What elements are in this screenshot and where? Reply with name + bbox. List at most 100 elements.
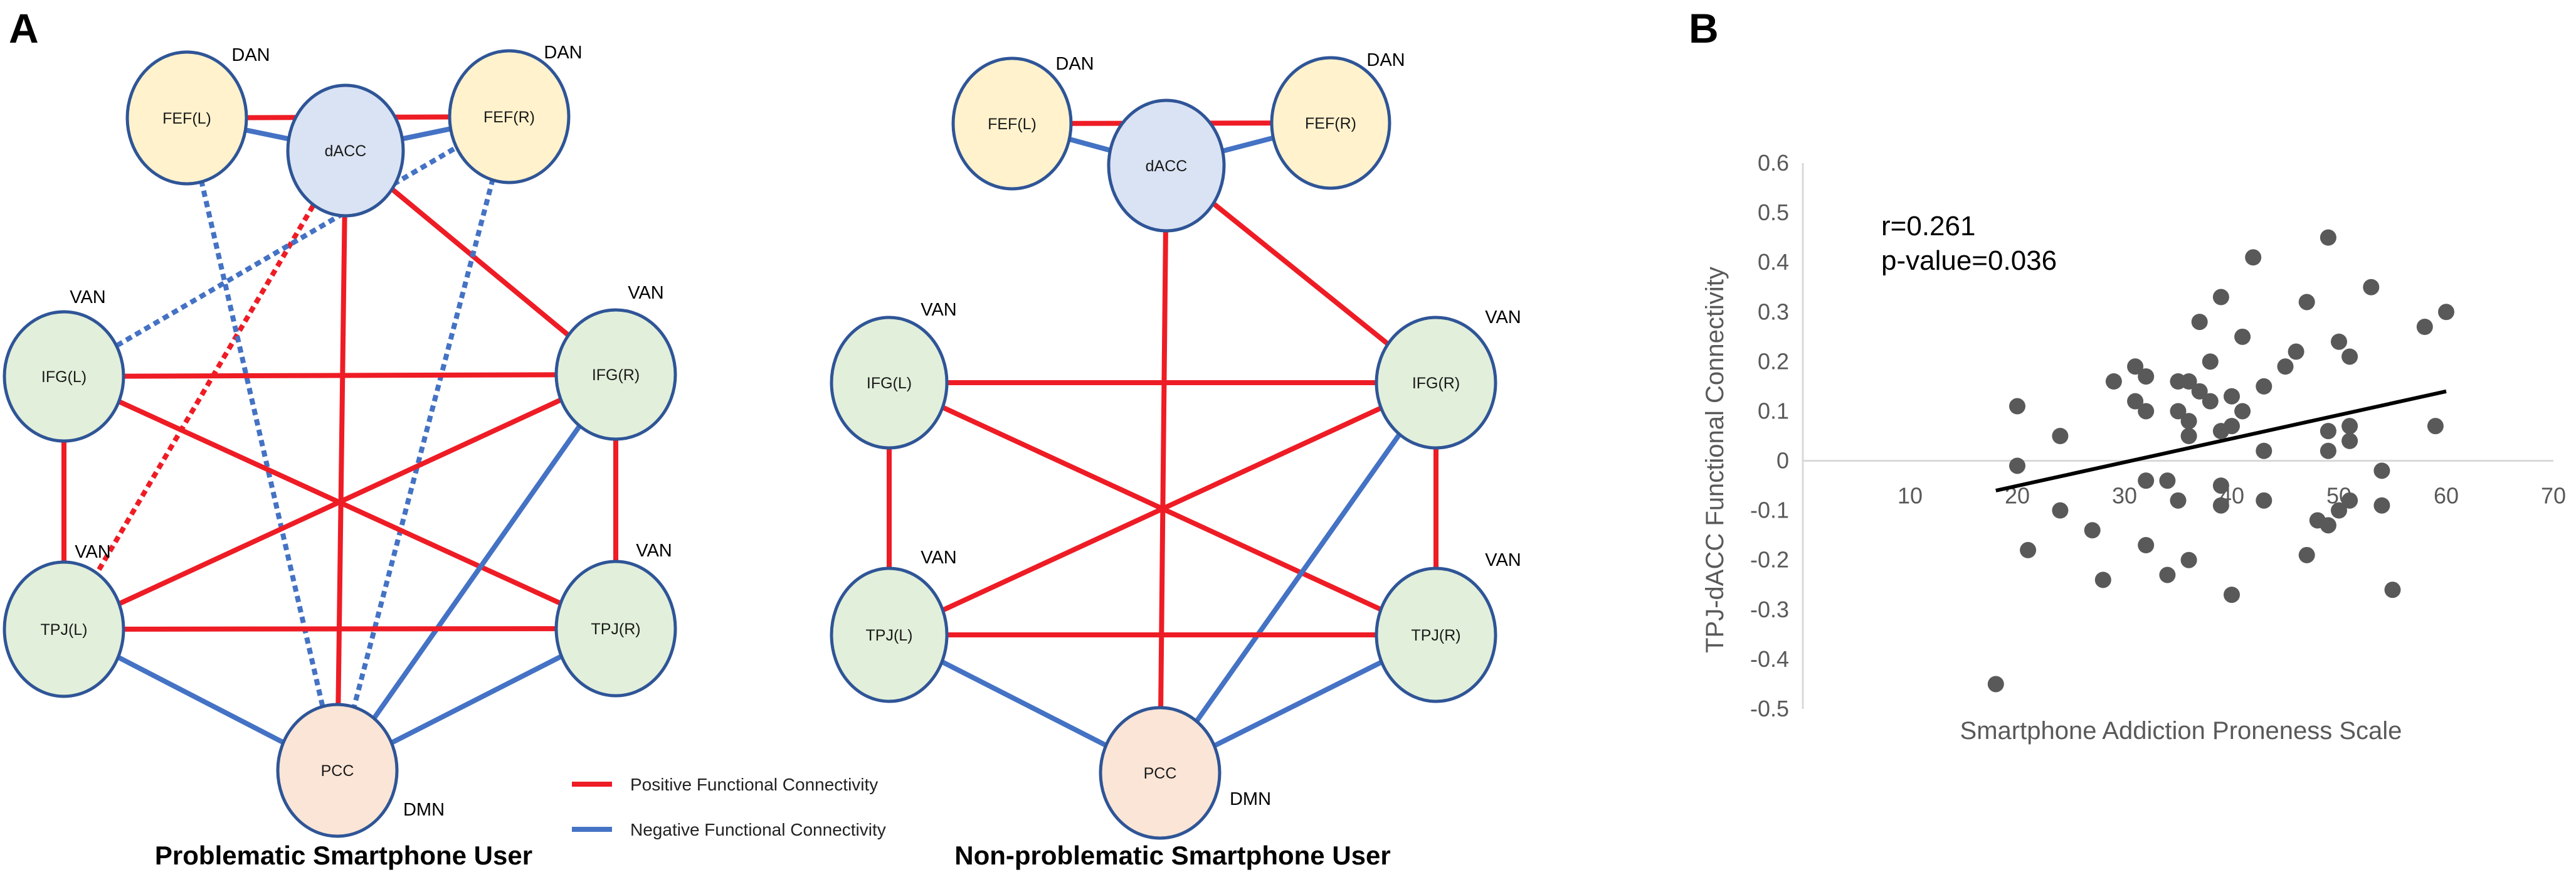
- data-point: [2320, 442, 2336, 459]
- network-diagram-non-problematic: FEF(L)DANdACCFEF(R)DANIFG(L)VANIFG(R)VAN…: [830, 50, 1521, 870]
- y-axis-title: TPJ-dACC Functional Connectivity: [1701, 267, 1729, 653]
- y-tick-label: 0: [1776, 448, 1789, 474]
- data-point: [2127, 358, 2144, 375]
- data-point: [2234, 403, 2251, 420]
- data-point: [2320, 229, 2336, 246]
- data-point: [2180, 413, 2197, 430]
- node-TPJ(L): [830, 566, 949, 703]
- data-point: [2256, 442, 2272, 459]
- node-label: FEF(L): [162, 110, 211, 127]
- node-FEF(L): [125, 50, 248, 186]
- node-label: FEF(R): [1305, 115, 1356, 132]
- y-tick-label: -0.3: [1750, 597, 1789, 622]
- node-label: IFG(R): [592, 366, 640, 384]
- data-point: [2298, 294, 2315, 311]
- data-point: [2234, 328, 2251, 345]
- data-point: [2363, 279, 2380, 295]
- data-point: [2084, 522, 2101, 539]
- connection-IFG(L)-IFG(R): [63, 372, 616, 379]
- node-label: FEF(L): [988, 115, 1037, 133]
- data-point: [2009, 398, 2025, 415]
- y-tick-label: -0.5: [1750, 696, 1789, 721]
- node-label: TPJ(L): [41, 621, 88, 639]
- y-tick-label: 0.3: [1758, 299, 1789, 324]
- scatter-chart: 0.60.50.40.30.20.10-0.1-0.2-0.3-0.4-0.51…: [1701, 150, 2566, 745]
- network-label: VAN: [636, 541, 672, 561]
- data-point: [2191, 383, 2208, 400]
- legend: Positive Functional Connectivity Negativ…: [572, 775, 886, 839]
- data-point: [2212, 289, 2229, 306]
- network-diagram-problematic: FEF(L)DANdACCFEF(R)DANIFG(L)VANIFG(R)VAN…: [3, 43, 677, 870]
- data-point: [2212, 497, 2229, 514]
- network-label: VAN: [921, 300, 956, 320]
- node-label: IFG(L): [41, 368, 87, 386]
- y-tick-label: 0.1: [1758, 398, 1789, 423]
- connection-IFG(R)-PCC: [335, 373, 618, 772]
- y-tick-label: -0.2: [1750, 547, 1789, 573]
- connection-dACC-PCC: [335, 150, 348, 771]
- data-point: [2438, 304, 2454, 321]
- node-FEF(R): [448, 49, 571, 184]
- data-point: [2159, 472, 2176, 489]
- data-point: [2138, 368, 2155, 385]
- data-point: [2159, 566, 2176, 583]
- x-axis-title: Smartphone Addiction Proneness Scale: [1960, 717, 2402, 745]
- node-dACC: [286, 83, 405, 218]
- data-point: [2341, 492, 2358, 509]
- connection-FEF(R)-PCC: [335, 115, 512, 772]
- trendline: [1995, 389, 2447, 492]
- data-point: [2138, 537, 2155, 553]
- connection-IFG(R)-TPJ(L): [63, 372, 617, 632]
- y-tick-label: -0.1: [1750, 497, 1789, 523]
- data-point: [2224, 418, 2240, 435]
- data-point: [1987, 676, 2004, 693]
- y-tick-label: 0.4: [1758, 249, 1789, 275]
- diagram-caption: Problematic Smartphone User: [155, 841, 532, 870]
- data-point: [2320, 423, 2336, 440]
- data-point: [2256, 378, 2272, 395]
- data-point: [2202, 393, 2219, 410]
- network-label: VAN: [628, 283, 663, 303]
- data-point: [2127, 393, 2144, 410]
- connection-dACC-PCC: [1158, 165, 1169, 774]
- data-point: [2180, 551, 2197, 568]
- correlation-annotation: r=0.261: [1881, 211, 1975, 242]
- node-IFG(R): [554, 308, 677, 441]
- data-point: [2245, 249, 2262, 266]
- data-point: [2416, 319, 2433, 335]
- data-point: [2341, 432, 2358, 449]
- data-point: [2105, 373, 2122, 390]
- data-point: [2427, 418, 2444, 435]
- node-label: PCC: [1144, 765, 1177, 782]
- y-tick-label: 0.2: [1758, 348, 1789, 374]
- network-label: DAN: [1055, 54, 1094, 74]
- data-point: [2052, 428, 2069, 444]
- data-point: [2384, 582, 2401, 598]
- node-label: FEF(R): [483, 109, 535, 126]
- node-TPJ(R): [1375, 566, 1497, 703]
- node-TPJ(L): [3, 560, 125, 698]
- network-label: VAN: [75, 542, 110, 562]
- node-TPJ(R): [554, 560, 677, 698]
- data-point: [2288, 343, 2304, 360]
- node-label: TPJ(R): [591, 620, 640, 638]
- node-IFG(R): [1375, 316, 1497, 450]
- node-label: TPJ(R): [1411, 627, 1460, 644]
- data-point: [2277, 358, 2294, 375]
- network-label: DAN: [1366, 50, 1405, 70]
- connection-IFG(R)-TPJ(L): [888, 380, 1437, 637]
- network-label: VAN: [1485, 550, 1521, 570]
- data-point: [2202, 353, 2219, 370]
- panel-b-label: B: [1689, 5, 1719, 51]
- data-point: [2373, 497, 2390, 514]
- node-label: dACC: [325, 142, 367, 160]
- network-label: DMN: [403, 800, 445, 820]
- node-PCC: [1099, 706, 1222, 840]
- x-tick-label: 70: [2541, 483, 2566, 509]
- p-value-annotation: p-value=0.036: [1881, 245, 2057, 276]
- data-point: [2170, 492, 2187, 509]
- data-point: [2180, 428, 2197, 444]
- data-point: [2138, 403, 2155, 420]
- node-FEF(R): [1270, 56, 1391, 190]
